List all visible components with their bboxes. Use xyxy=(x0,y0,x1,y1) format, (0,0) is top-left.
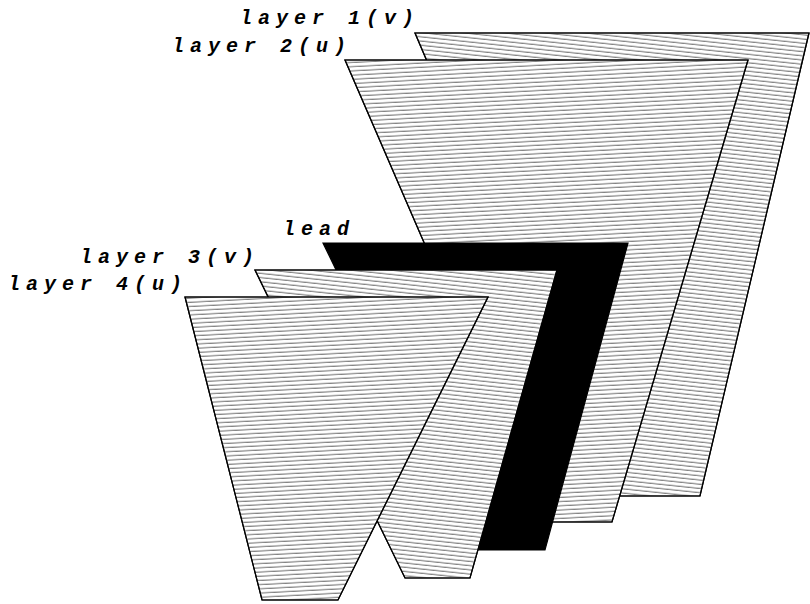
layer-label: lead xyxy=(283,220,355,240)
layer-label: layer 1(v) xyxy=(240,9,420,29)
layer-label: layer 3(v) xyxy=(80,248,260,268)
layer-4-plane xyxy=(185,297,488,600)
layer-label: layer 4(u) xyxy=(8,275,188,295)
layer-label: layer 2(u) xyxy=(172,37,352,57)
